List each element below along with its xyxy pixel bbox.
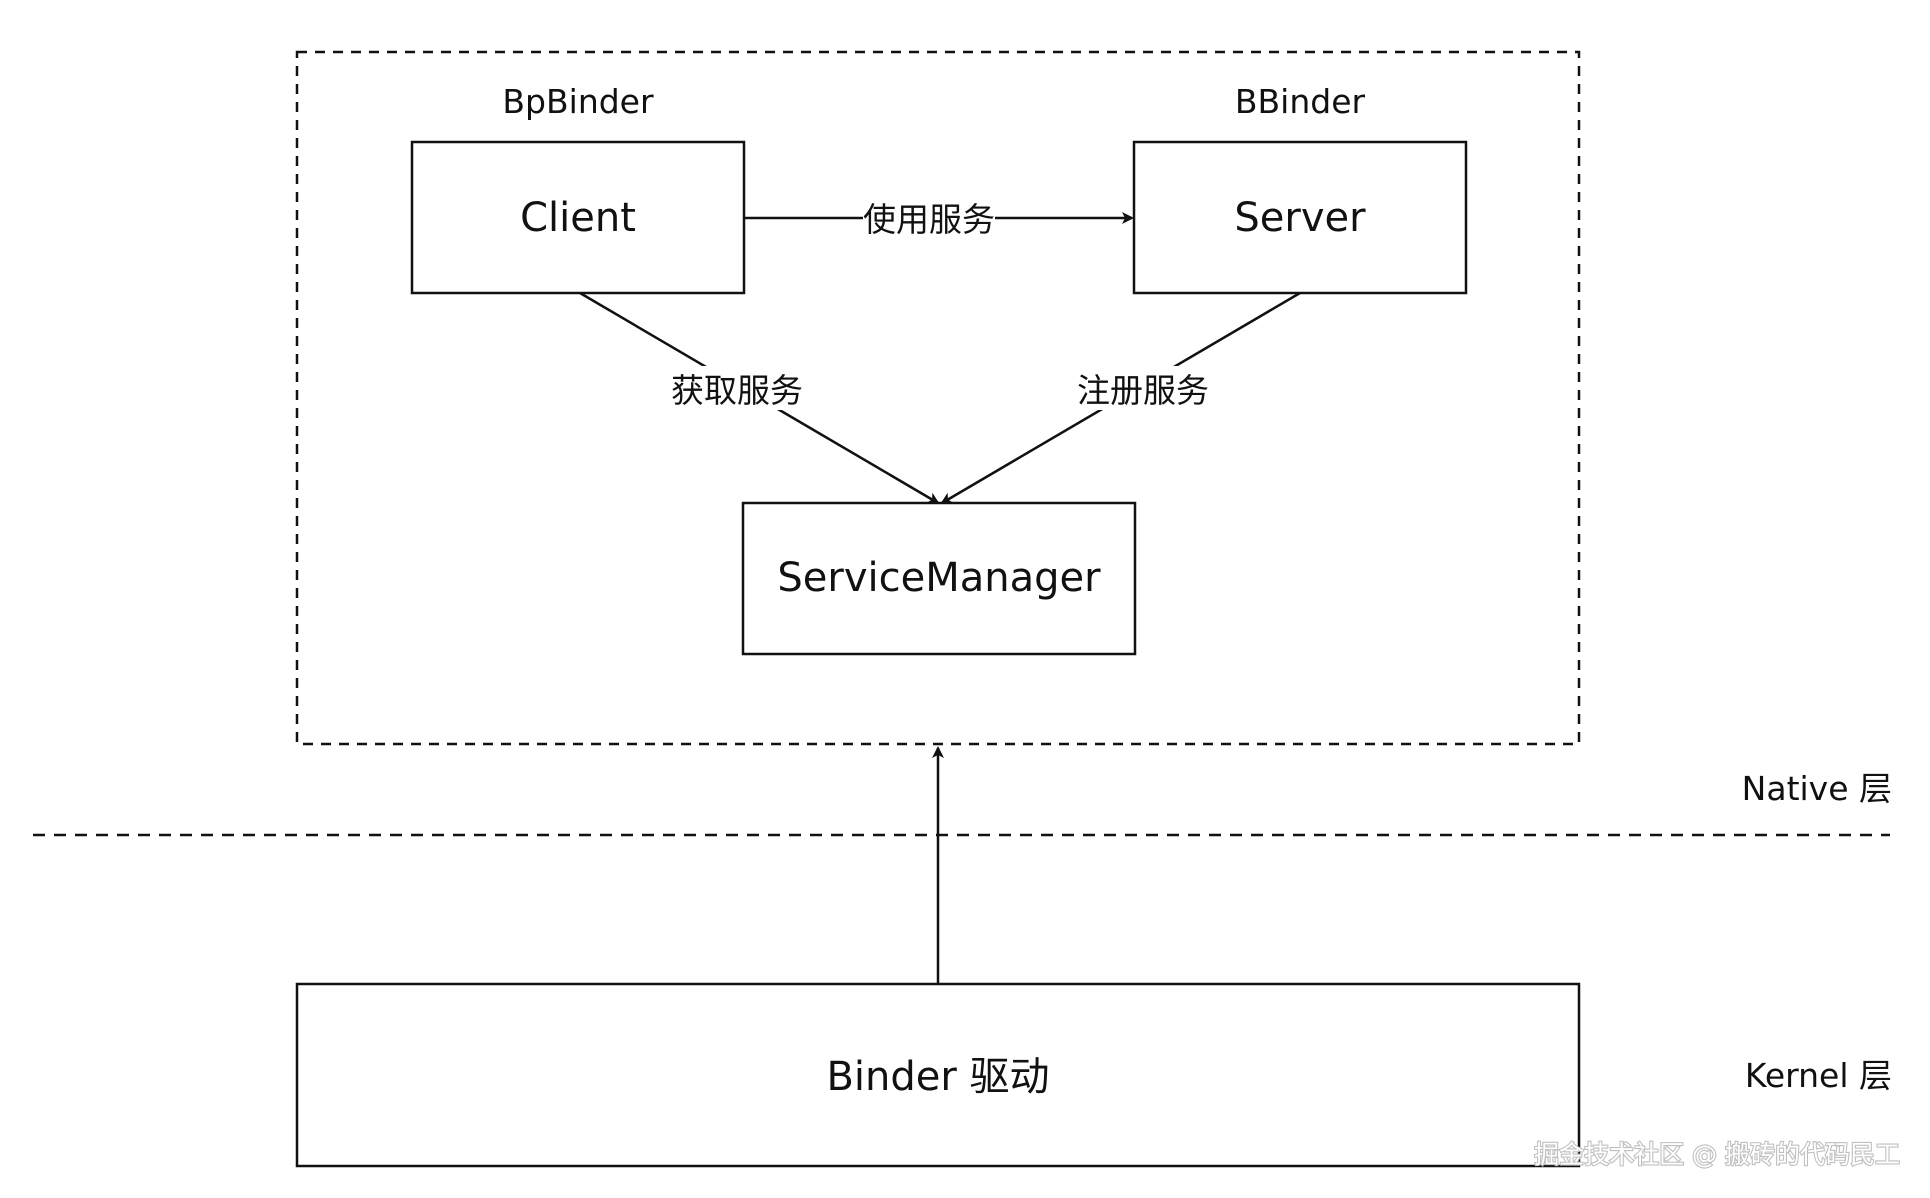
server-node — [1132, 140, 1468, 295]
edge-label-background — [1073, 366, 1213, 410]
server-label: Server — [1234, 195, 1366, 241]
kernel-layer-label: Kernel 层 — [1745, 1056, 1892, 1095]
watermark: 掘金技术社区 @ 搬砖的代码民工 — [1534, 1140, 1900, 1169]
client-node — [410, 140, 746, 295]
b-binder-label: BBinder — [1235, 82, 1366, 121]
bp-binder-label: BpBinder — [502, 82, 654, 121]
binder-driver-node — [295, 982, 1581, 1168]
service-manager-label: ServiceManager — [777, 555, 1101, 601]
edge-label-background — [667, 366, 807, 410]
service-manager-node — [741, 501, 1137, 656]
client-label: Client — [520, 195, 636, 241]
use-service-label: 使用服务 — [863, 200, 995, 239]
binder-driver-label: Binder 驱动 — [826, 1054, 1049, 1100]
native-layer-label: Native 层 — [1742, 769, 1892, 808]
register-service-label: 注册服务 — [1077, 371, 1209, 410]
edge-label-background — [863, 196, 995, 238]
native-layer-frame — [295, 50, 1581, 746]
get-service-label: 获取服务 — [671, 371, 803, 410]
